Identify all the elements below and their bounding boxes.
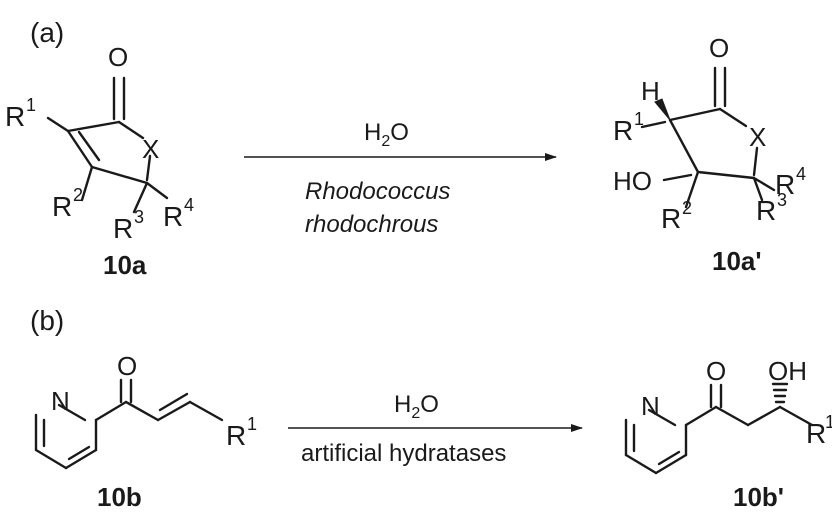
r1-10b-prime: R <box>806 418 826 449</box>
reactant-10b-structure <box>34 378 224 470</box>
catalyst-a-line2: rhodochrous <box>305 211 438 238</box>
r1-10b: R <box>226 420 246 451</box>
atom-x-10a-prime: X <box>749 122 766 152</box>
reagent-h2o-b: H2O <box>394 391 439 422</box>
panel-a-label: (a) <box>30 17 64 48</box>
atom-o-10a-prime: O <box>709 33 729 63</box>
r2-sup-10a-prime: 2 <box>682 198 692 218</box>
r2-sup-10a: 2 <box>73 185 83 205</box>
r1-10a-prime: R <box>613 115 633 146</box>
compound-label-10b-prime: 10b' <box>733 482 784 512</box>
r3-sup-10a-prime: 3 <box>777 190 787 210</box>
r4-sup-10a: 4 <box>184 195 194 215</box>
atom-o-10b: O <box>117 351 137 381</box>
reagent-h2o-a: H2O <box>364 119 409 150</box>
r1-10a: R <box>5 101 25 132</box>
catalyst-b: artificial hydratases <box>301 440 506 467</box>
r2-10a-prime: R <box>661 203 681 234</box>
compound-label-10a-prime: 10a' <box>712 246 762 276</box>
atom-oh-10b-prime: OH <box>768 356 807 386</box>
atom-o-10b-prime: O <box>706 356 726 386</box>
compound-label-10a: 10a <box>103 250 147 280</box>
r1-sup-10b: 1 <box>247 414 257 434</box>
atom-ho-10a-prime: HO <box>613 166 652 196</box>
reactant-10a-structure <box>46 76 169 214</box>
r2-10a: R <box>52 191 72 222</box>
atom-x-10a: X <box>142 134 159 164</box>
r1-sup-10b-prime: 1 <box>825 412 832 432</box>
hashed-wedge-bond-10b-prime <box>771 382 789 404</box>
r4-sup-10a-prime: 4 <box>796 164 806 184</box>
product-10a-prime-structure <box>640 66 776 209</box>
compound-label-10b: 10b <box>97 482 142 512</box>
panel-b-label: (b) <box>30 305 64 336</box>
r1-sup-10a-prime: 1 <box>634 109 644 129</box>
catalyst-a-line1: Rhodococcus <box>305 178 450 205</box>
atom-h-10a-prime: H <box>641 76 660 106</box>
atom-o-10a: O <box>108 42 128 72</box>
atom-n-10b: N <box>51 386 70 416</box>
atom-n-10b-prime: N <box>641 391 660 421</box>
r3-10a: R <box>113 213 133 244</box>
r1-sup-10a: 1 <box>26 95 36 115</box>
r4-10a-prime: R <box>775 169 795 200</box>
r4-10a: R <box>163 201 183 232</box>
product-10b-prime-structure <box>624 383 814 475</box>
r3-sup-10a: 3 <box>134 207 144 227</box>
r3-10a-prime: R <box>756 195 776 226</box>
